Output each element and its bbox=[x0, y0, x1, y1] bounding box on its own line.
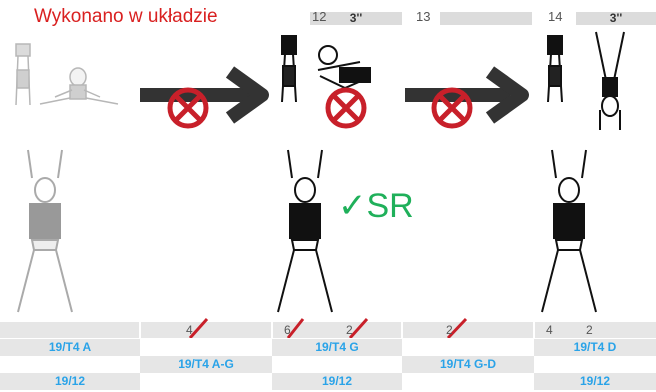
duration-bar-14 bbox=[576, 12, 656, 25]
code-cell: 19/12 bbox=[272, 373, 402, 390]
prohibited-icon bbox=[167, 87, 209, 129]
col-duration-14: 3'' bbox=[609, 11, 623, 25]
figure-arms-up bbox=[277, 149, 333, 313]
arrow-right-icon bbox=[405, 66, 529, 124]
figure-handstand bbox=[595, 31, 625, 130]
verdict-sr: ✓SR bbox=[338, 187, 414, 225]
figure-front-split bbox=[317, 45, 371, 90]
marks-row-bg bbox=[0, 322, 656, 339]
code-cell: 19/T4 G bbox=[272, 339, 402, 356]
mark-value: 2 bbox=[346, 323, 353, 337]
mark-value: 6 bbox=[284, 323, 291, 337]
code-cell: 19/12 bbox=[534, 373, 656, 390]
col-number-14: 14 bbox=[548, 9, 563, 24]
arrow-right-icon bbox=[140, 66, 269, 124]
code-cell: 19/T4 G-D bbox=[402, 356, 534, 373]
mark-value: 2 bbox=[586, 323, 593, 337]
code-cell: 19/12 bbox=[0, 373, 140, 390]
col-number-13: 13 bbox=[416, 9, 431, 24]
duration-bar-12 bbox=[310, 12, 402, 25]
prohibited-icon bbox=[325, 87, 367, 129]
prohibited-icon bbox=[431, 87, 473, 129]
figure-standing-small bbox=[547, 35, 563, 103]
mark-value: 4 bbox=[186, 323, 193, 337]
faded-figure-standing-small bbox=[15, 43, 31, 106]
figure-arms-up bbox=[541, 149, 597, 313]
code-cell: 19/T4 A bbox=[0, 339, 140, 356]
mark-value: 4 bbox=[546, 323, 553, 337]
strike-icon bbox=[286, 318, 305, 339]
faded-figure-arms-up bbox=[17, 149, 73, 313]
strike-icon bbox=[188, 317, 209, 340]
caption: Wykonano w układzie bbox=[34, 6, 218, 27]
faded-figure-straddle bbox=[39, 67, 119, 105]
strike-icon bbox=[446, 317, 468, 340]
code-cell: 19/T4 D bbox=[534, 339, 656, 356]
mark-value: 2 bbox=[446, 323, 453, 337]
figure-standing-small bbox=[281, 35, 297, 103]
code-cell: 19/T4 A-G bbox=[140, 356, 272, 373]
duration-bar-13 bbox=[440, 12, 532, 25]
col-number-12: 12 bbox=[312, 9, 327, 24]
col-duration-12: 3'' bbox=[349, 11, 363, 25]
strike-icon bbox=[348, 317, 369, 340]
